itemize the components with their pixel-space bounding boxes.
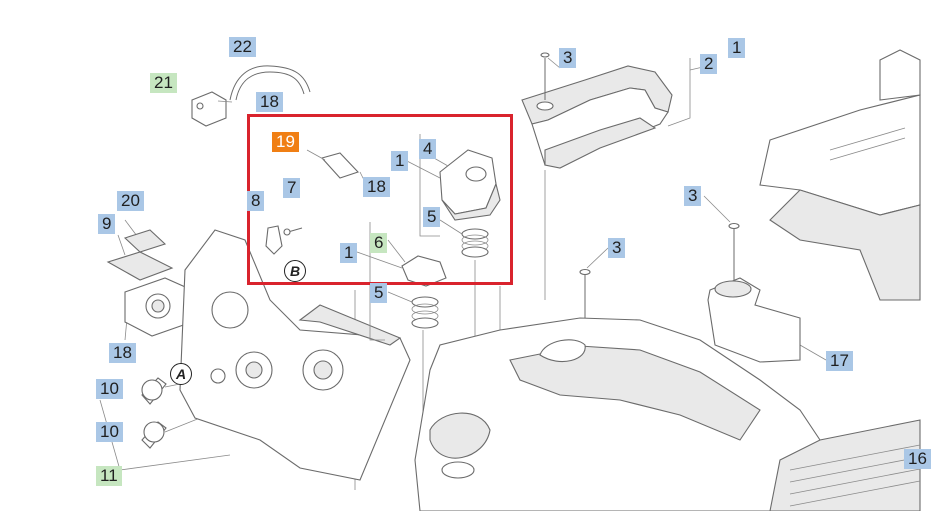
callout-3: 3 [684,186,702,206]
screw-7 [283,227,303,236]
callout-10: 10 [96,422,123,442]
callout-16: 16 [904,449,931,469]
handle-part [521,65,673,169]
knob-10-lower [141,421,167,449]
clip-part-8 [265,225,283,255]
callout-3: 3 [559,48,577,68]
callout-5: 5 [370,283,388,303]
hose-part [229,65,311,101]
callout-1: 1 [340,243,358,263]
socket-part-9 [106,251,193,337]
plate-part-20 [123,229,167,253]
callout-10: 10 [96,379,123,399]
marker-a: A [170,363,192,385]
callout-2: 2 [700,54,718,74]
callout-19: 19 [272,132,299,152]
callout-18: 18 [109,343,136,363]
callout-9: 9 [98,214,116,234]
callout-8: 8 [247,191,265,211]
leader-box-top-right [369,58,691,341]
callout-5: 5 [423,207,441,227]
holder-part-17 [707,277,801,363]
marker-b: B [284,260,306,282]
callout-3: 3 [608,238,626,258]
callout-1: 1 [391,151,409,171]
callout-20: 20 [117,191,144,211]
callout-4: 4 [419,139,437,159]
callout-21: 21 [150,73,177,93]
cap-part-4 [439,149,501,221]
label-plate-19 [320,152,359,179]
callout-7: 7 [283,178,301,198]
callout-17: 17 [826,351,853,371]
base-housing [414,317,921,511]
callout-18: 18 [363,177,390,197]
callout-1: 1 [728,38,746,58]
callout-6: 6 [370,233,388,253]
callout-22: 22 [229,37,256,57]
knob-10-upper [141,377,167,405]
callout-11: 11 [96,466,122,486]
callout-18: 18 [256,92,283,112]
bracket-21 [191,91,227,127]
button-part-6 [401,255,447,287]
spring-5-lower [411,296,439,329]
screw-top [540,52,550,100]
front-panel [179,229,411,481]
upper-housing-right [759,49,921,301]
